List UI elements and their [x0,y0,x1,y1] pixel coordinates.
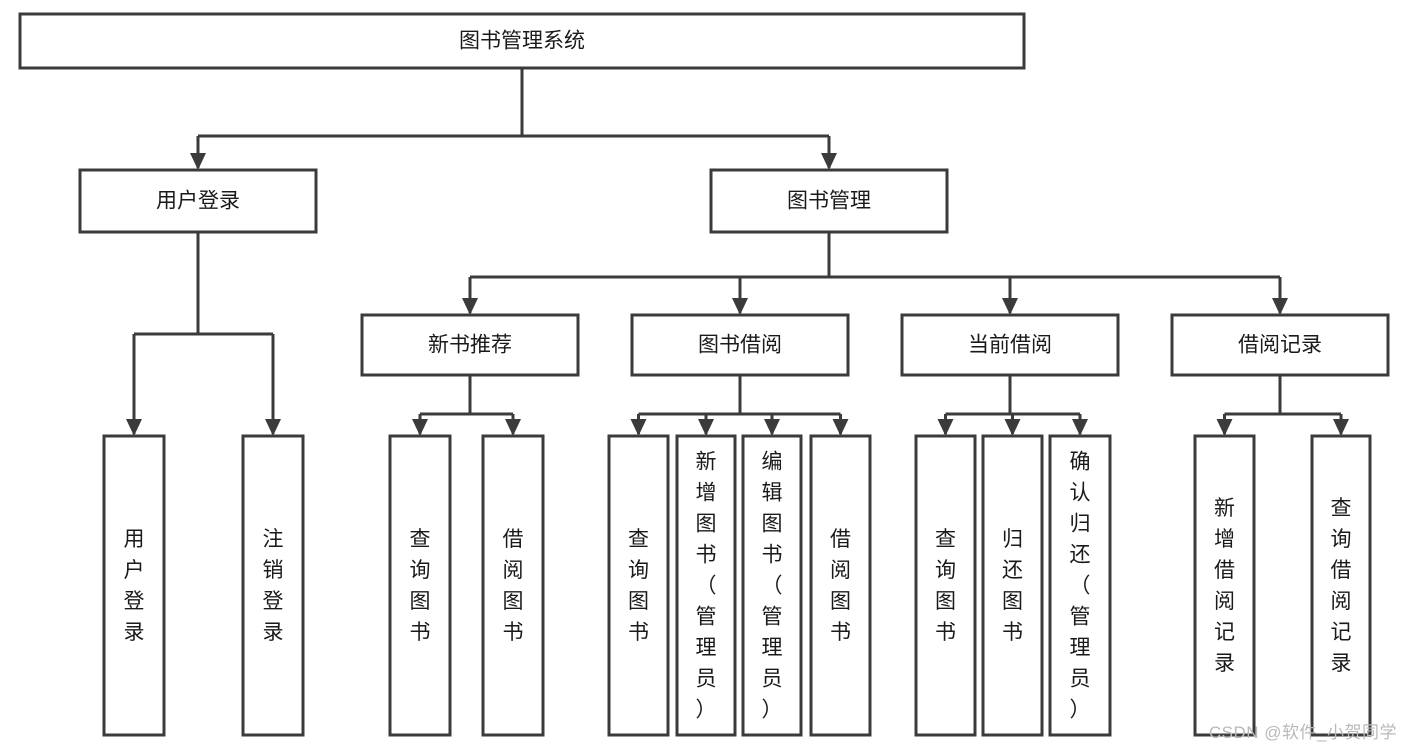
edge-arrowhead [1002,298,1018,315]
node-book-borrow[interactable]: 图书借阅 [630,313,850,377]
node-label: 新书推荐 [428,334,512,357]
node-box [675,434,737,737]
edge-arrowhead [1004,419,1021,436]
edge-arrowhead [190,153,206,170]
node-label: 用户登录 [124,528,145,644]
node-box [630,313,850,377]
edge-arrowhead [1333,419,1349,436]
edge-arrowhead [821,153,837,170]
watermark: CSDN @软件_小贺同学 [1208,723,1397,742]
node-leaf-borrow-book[interactable]: 借阅图书 [809,434,872,737]
node-label: 编辑图书（管理员） [762,450,783,721]
edge-arrowhead [412,419,428,436]
node-label: 确认归还（管理员） [1070,450,1091,721]
edge-arrowhead [1072,419,1088,436]
node-leaf-user-login[interactable]: 用户登录 [102,434,166,737]
node-user-login[interactable]: 用户登录 [78,168,318,234]
node-leaf-add-book-admin[interactable]: 新增图书（管理员） [675,434,737,737]
node-leaf-borrow-book-recommend[interactable]: 借阅图书 [481,434,545,737]
edge-arrowhead [126,419,142,436]
node-box [102,434,166,737]
node-label: 查询图书 [935,528,956,644]
node-label: 注销登录 [263,528,284,644]
edge-arrowhead [505,419,521,436]
node-book-management[interactable]: 图书管理 [709,168,949,234]
node-box [741,434,803,737]
node-box [809,434,872,737]
node-label: 借阅图书 [503,528,524,644]
node-leaf-confirm-return-admin[interactable]: 确认归还（管理员） [1048,434,1112,737]
node-current-borrow[interactable]: 当前借阅 [900,313,1120,377]
node-box [607,434,670,737]
node-root[interactable]: 图书管理系统 [18,12,1026,70]
node-label: 图书管理系统 [459,30,585,53]
node-label: 查询图书 [628,528,649,644]
edge-arrowhead [1216,419,1233,436]
node-box [388,434,452,737]
node-label: 借阅图书 [830,528,851,644]
node-label: 借阅记录 [1238,334,1322,357]
edge-arrowhead [764,419,780,436]
node-leaf-query-book-borrow[interactable]: 查询图书 [607,434,670,737]
edge-arrowhead [265,419,281,436]
node-leaf-add-borrow-record[interactable]: 新增借阅记录 [1193,434,1256,737]
node-box [481,434,545,737]
node-leaf-edit-book-admin[interactable]: 编辑图书（管理员） [741,434,803,737]
node-box [18,12,1026,70]
node-borrow-records[interactable]: 借阅记录 [1170,313,1390,377]
edge-arrowhead [630,419,647,436]
node-box [241,434,305,737]
node-layer: 图书管理系统用户登录图书管理新书推荐图书借阅当前借阅借阅记录用户登录注销登录查询… [18,12,1390,737]
edge-arrowhead [698,419,714,436]
node-box [1048,434,1112,737]
node-label: 图书借阅 [698,334,782,357]
node-box [900,313,1120,377]
node-label: 查询图书 [410,528,431,644]
node-label: 当前借阅 [968,334,1052,357]
node-box [1170,313,1390,377]
edge-arrowhead [1272,298,1288,315]
node-label: 图书管理 [787,190,871,213]
node-box [1193,434,1256,737]
node-box [360,313,580,377]
node-new-book-recommend[interactable]: 新书推荐 [360,313,580,377]
edge-arrowhead [937,419,954,436]
node-label: 新增借阅记录 [1214,497,1235,675]
edge-arrowhead [462,298,478,315]
node-label: 用户登录 [156,190,240,213]
edge-arrowhead [732,298,748,315]
node-label: 归还图书 [1002,528,1023,644]
node-leaf-logout[interactable]: 注销登录 [241,434,305,737]
node-leaf-query-borrow-record[interactable]: 查询借阅记录 [1310,434,1372,737]
node-box [709,168,949,234]
node-label: 新增图书（管理员） [696,450,717,721]
node-leaf-return-book[interactable]: 归还图书 [981,434,1044,737]
edge-layer [126,68,1349,436]
node-box [78,168,318,234]
node-box [1310,434,1372,737]
node-label: 查询借阅记录 [1331,497,1352,675]
node-box [981,434,1044,737]
node-leaf-query-book-current[interactable]: 查询图书 [914,434,977,737]
node-leaf-query-book-recommend[interactable]: 查询图书 [388,434,452,737]
edge-arrowhead [832,419,849,436]
node-box [914,434,977,737]
